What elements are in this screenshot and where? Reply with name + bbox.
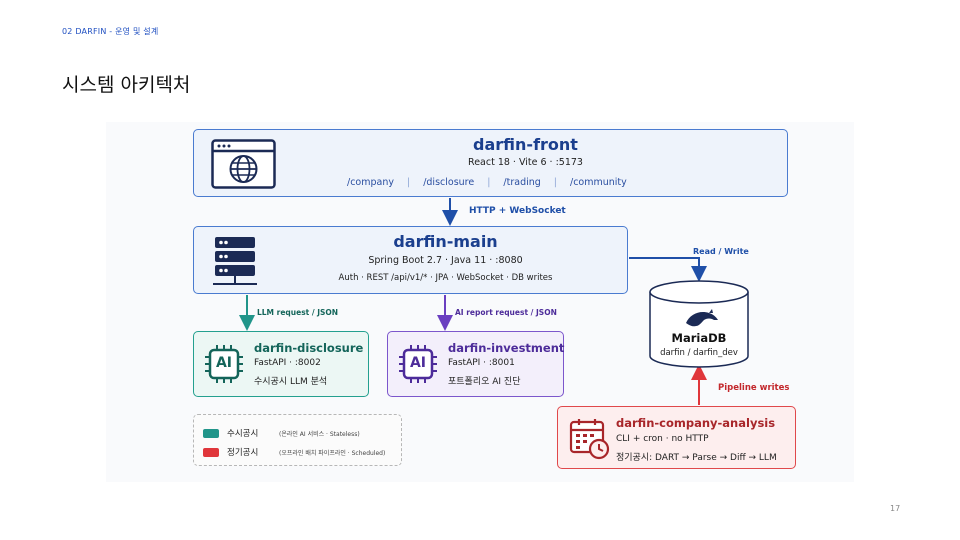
ai-chip-label: AI xyxy=(409,355,427,371)
disclosure-service-name: darfin-disclosure xyxy=(254,341,364,355)
darfin-disclosure-box: AI darfin-disclosure FastAPI · :8002 수시공… xyxy=(193,331,369,397)
front-service-name: darfin-front xyxy=(473,135,578,154)
ai-chip-icon: AI xyxy=(204,344,244,384)
darfin-main-box: darfin-main Spring Boot 2.7 · Java 11 · … xyxy=(193,226,628,294)
page-title: 시스템 아키텍처 xyxy=(62,74,191,96)
database-name: MariaDB xyxy=(671,331,727,345)
main-service-features: Auth · REST /api/v1/* · JPA · WebSocket … xyxy=(338,273,553,283)
front-service-stack: React 18 · Vite 6 · :5173 xyxy=(468,157,583,168)
server-rack-icon xyxy=(211,236,259,288)
company-service-desc: 정기공시: DART → Parse → Diff → LLM xyxy=(616,453,777,463)
calendar-clock-icon xyxy=(569,417,611,461)
investment-service-name: darfin-investment xyxy=(448,341,565,355)
ai-chip-label: AI xyxy=(215,355,233,371)
edge-label-front-main: HTTP + WebSocket xyxy=(469,206,566,216)
legend-swatch-teal xyxy=(203,428,219,438)
darfin-company-analysis-box: darfin-company-analysis CLI + cron · no … xyxy=(557,406,796,469)
main-service-name: darfin-main xyxy=(393,232,498,251)
company-service-stack: CLI + cron · no HTTP xyxy=(616,434,709,444)
edge-label-company-database: Pipeline writes xyxy=(718,383,790,393)
legend: 수시공시 (온라인 AI 서비스 · Stateless) 정기공시 (오프라인… xyxy=(193,414,402,466)
browser-globe-icon xyxy=(211,139,276,189)
darfin-investment-box: AI darfin-investment FastAPI · :8001 포트폴… xyxy=(387,331,564,397)
darfin-front-box: darfin-front React 18 · Vite 6 · :5173 /… xyxy=(193,129,788,197)
route-trading: /trading xyxy=(503,177,541,188)
investment-service-stack: FastAPI · :8001 xyxy=(448,358,515,368)
route-disclosure: /disclosure xyxy=(423,177,475,188)
database-cylinder xyxy=(649,280,749,368)
legend-label: 수시공시 xyxy=(227,429,259,439)
route-company: /company xyxy=(347,177,394,188)
seal-logo-icon xyxy=(686,309,718,327)
disclosure-service-desc: 수시공시 LLM 분석 xyxy=(254,377,328,387)
route-community: /community xyxy=(570,177,627,188)
legend-label: 정기공시 xyxy=(227,448,259,458)
disclosure-service-stack: FastAPI · :8002 xyxy=(254,358,321,368)
legend-item-adhoc: 수시공시 (온라인 AI 서비스 · Stateless) xyxy=(203,427,360,439)
legend-item-periodic: 정기공시 (오프라인 배치 파이프라인 · Scheduled) xyxy=(203,446,385,458)
company-service-name: darfin-company-analysis xyxy=(616,416,776,430)
page-number: 17 xyxy=(890,504,901,513)
edge-label-main-disclosure: LLM request / JSON xyxy=(257,308,339,317)
edge-label-main-database: Read / Write xyxy=(693,247,749,256)
legend-note: (온라인 AI 서비스 · Stateless) xyxy=(279,430,360,438)
ai-chip-icon: AI xyxy=(398,344,438,384)
investment-service-desc: 포트폴리오 AI 진단 xyxy=(448,377,521,387)
legend-swatch-red xyxy=(203,447,219,457)
section-label: 02 DARFIN - 운영 및 설계 xyxy=(62,27,159,36)
legend-note: (오프라인 배치 파이프라인 · Scheduled) xyxy=(279,449,386,457)
front-route-list: /company| /disclosure| /trading| /commun… xyxy=(334,177,640,188)
edge-label-main-investment: AI report request / JSON xyxy=(455,308,557,317)
database-schemas: darfin / darfin_dev xyxy=(660,348,738,358)
edge-main-database xyxy=(629,257,707,282)
main-service-stack: Spring Boot 2.7 · Java 11 · :8080 xyxy=(368,255,523,266)
